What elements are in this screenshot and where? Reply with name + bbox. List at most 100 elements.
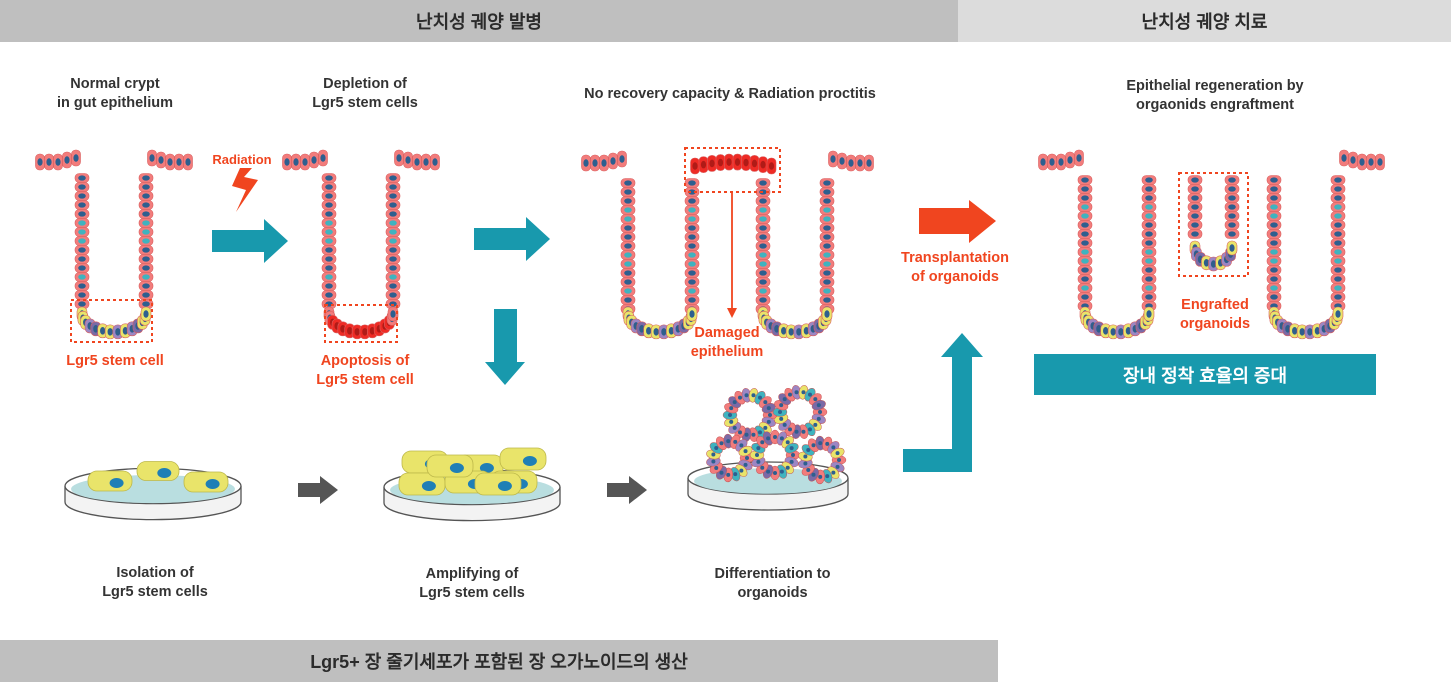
cell-nucleus <box>823 252 831 258</box>
cell-nucleus <box>115 328 121 336</box>
cell-nucleus <box>1110 328 1116 336</box>
cell-nucleus <box>167 158 173 166</box>
arrow-right-icon <box>474 217 550 261</box>
cell-nucleus <box>396 154 402 162</box>
cell-nucleus <box>803 454 808 459</box>
cell-nucleus <box>1334 204 1342 210</box>
cell-nucleus <box>818 474 823 479</box>
cell-nucleus <box>1334 186 1342 192</box>
cell-nucleus <box>347 327 353 335</box>
cell-nucleus <box>1076 154 1082 162</box>
arrow-right-icon <box>607 476 647 504</box>
cell-nucleus <box>624 243 632 249</box>
label-transplantation: Transplantation of organoids <box>901 250 1009 285</box>
cell-nucleus <box>610 157 616 165</box>
cell-nucleus <box>766 406 771 411</box>
label-no-recovery: No recovery capacity & Radiation proctit… <box>584 86 876 102</box>
cell-nucleus <box>284 158 290 166</box>
cell-nucleus <box>1081 186 1089 192</box>
cell-nucleus <box>1334 177 1342 183</box>
cell-nucleus <box>1314 327 1320 335</box>
cell-nucleus <box>779 469 784 474</box>
cell-nucleus <box>689 310 695 318</box>
cell-nucleus <box>823 261 831 267</box>
cell-nucleus <box>803 461 808 466</box>
cell-nucleus <box>449 463 464 473</box>
cell-nucleus <box>624 207 632 213</box>
footer-text: Lgr5+ 장 줄기세포가 포함된 장 오가노이드의 생산 <box>310 652 688 672</box>
cell-nucleus <box>823 225 831 231</box>
cell-nucleus <box>479 463 494 473</box>
cell-nucleus <box>1228 222 1236 228</box>
cell-nucleus <box>390 310 396 318</box>
cell-nucleus <box>325 274 333 280</box>
arrow-up-icon <box>903 333 983 472</box>
cell-nucleus <box>801 429 806 434</box>
cell-nucleus <box>1228 186 1236 192</box>
cell-nucleus <box>1334 285 1342 291</box>
cell-nucleus <box>763 425 768 430</box>
cell-nucleus <box>1191 204 1199 210</box>
cell-nucleus <box>624 198 632 204</box>
cell-nucleus <box>1334 249 1342 255</box>
cell-nucleus <box>857 159 863 167</box>
cell-nucleus <box>624 189 632 195</box>
cell-nucleus <box>55 158 61 166</box>
cell-nucleus <box>1334 213 1342 219</box>
cell-nucleus <box>176 158 182 166</box>
label-apoptosis: Apoptosis of Lgr5 stem cell <box>316 353 414 388</box>
cell-nucleus <box>794 390 799 395</box>
cell-nucleus <box>1228 204 1236 210</box>
cell-nucleus <box>624 288 632 294</box>
cell-nucleus <box>782 397 787 402</box>
cell-nucleus <box>78 238 86 244</box>
stem-cell-highlight-box <box>70 299 153 343</box>
cell-nucleus <box>325 292 333 298</box>
cell-nucleus <box>1270 195 1278 201</box>
cell-nucleus <box>142 175 150 181</box>
cell-nucleus <box>825 441 830 446</box>
result-box-text: 장내 정착 효율의 증대 <box>1122 365 1288 386</box>
label-regeneration: Epithelial regeneration by orgaonids eng… <box>1126 78 1304 113</box>
cell-nucleus <box>1377 158 1383 166</box>
cell-nucleus <box>831 445 836 450</box>
cell-nucleus <box>688 207 696 213</box>
lightning-icon <box>232 168 258 212</box>
crypt-regenerated <box>1038 149 1385 340</box>
header-left-title: 난치성 궤양 발병 <box>416 12 542 32</box>
cell-nucleus <box>1270 294 1278 300</box>
cell-nucleus <box>739 468 744 473</box>
cell-nucleus <box>732 425 737 430</box>
cell-nucleus <box>142 220 150 226</box>
cell-nucleus <box>778 410 782 414</box>
cell-nucleus <box>788 427 792 432</box>
organoid <box>722 388 778 442</box>
cell-nucleus <box>1191 231 1199 237</box>
cell-nucleus <box>592 159 598 167</box>
cell-nucleus <box>782 422 787 427</box>
cell-nucleus <box>733 439 738 444</box>
cell-nucleus <box>823 198 831 204</box>
cell-nucleus <box>759 216 767 222</box>
cell-nucleus <box>1228 213 1236 219</box>
cell-nucleus <box>1270 249 1278 255</box>
cell-nucleus <box>1145 186 1153 192</box>
cell-nucleus <box>774 325 780 333</box>
cell-nucleus <box>835 451 840 456</box>
cell-nucleus <box>78 193 86 199</box>
cell-nucleus <box>293 158 299 166</box>
cell-nucleus <box>714 446 719 451</box>
cell-nucleus <box>389 265 397 271</box>
cell-nucleus <box>1081 195 1089 201</box>
cell-nucleus <box>1081 240 1089 246</box>
damaged-pointer-head <box>727 308 737 318</box>
cell-nucleus <box>1335 310 1341 318</box>
cell-nucleus <box>78 256 86 262</box>
cell-nucleus <box>1145 213 1153 219</box>
cell-nucleus <box>711 459 716 464</box>
petri-dish-amplifying <box>383 447 561 522</box>
cell-nucleus <box>794 429 799 434</box>
cell-nucleus <box>785 440 790 445</box>
cell-nucleus <box>1145 294 1153 300</box>
cell-nucleus <box>688 261 696 267</box>
